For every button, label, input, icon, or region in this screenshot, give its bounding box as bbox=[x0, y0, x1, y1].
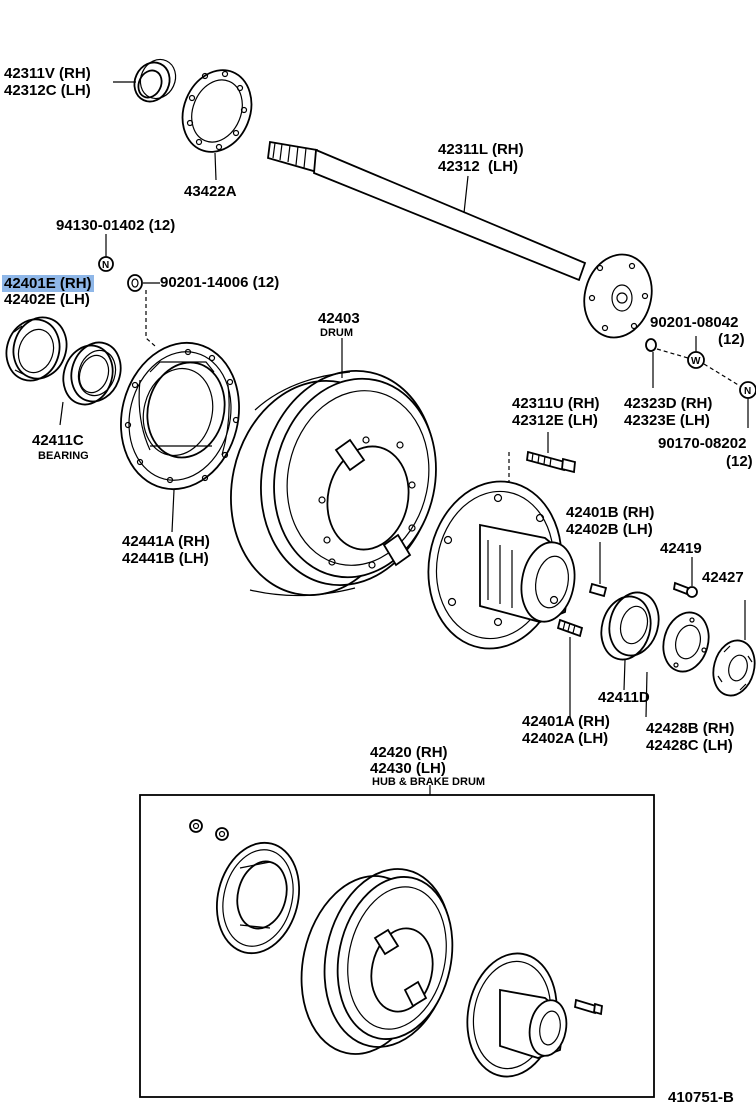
oil-seal-42311v[interactable] bbox=[128, 54, 182, 108]
label-q12-b: (12) bbox=[726, 453, 753, 470]
label-42441b[interactable]: 42441B (LH) bbox=[122, 550, 209, 567]
label-94130[interactable]: 94130-01402 (12) bbox=[56, 217, 176, 234]
assembly-hub-bolt[interactable] bbox=[573, 998, 603, 1016]
label-42419[interactable]: 42419 bbox=[660, 540, 702, 557]
leader-42441a bbox=[171, 489, 175, 533]
leader-42411c bbox=[59, 401, 64, 426]
diagram-reference-number: 410751-B bbox=[668, 1089, 734, 1106]
stud-42401a[interactable] bbox=[556, 618, 584, 638]
label-42411d[interactable]: 42411D bbox=[598, 689, 650, 706]
leader-42411d bbox=[623, 659, 626, 691]
marker-n-text: N bbox=[102, 260, 109, 271]
label-42402b[interactable]: 42402B (LH) bbox=[566, 521, 653, 538]
oil-seal-42401e[interactable] bbox=[0, 310, 74, 387]
label-42401e-highlighted[interactable]: 42401E (RH) bbox=[2, 275, 94, 292]
backing-plate-42441a[interactable] bbox=[106, 330, 254, 502]
label-90201-08042[interactable]: 90201-08042 bbox=[650, 314, 739, 331]
assembly-hub[interactable] bbox=[458, 946, 571, 1083]
leader-42428b bbox=[645, 671, 648, 718]
label-42427[interactable]: 42427 bbox=[702, 569, 744, 586]
label-42323d[interactable]: 42323D (RH) bbox=[624, 395, 713, 412]
lock-nut-42427[interactable] bbox=[707, 636, 756, 700]
label-42311u[interactable]: 42311U (RH) bbox=[512, 395, 600, 412]
label-42441a[interactable]: 42441A (RH) bbox=[122, 533, 210, 550]
bearing-42411c[interactable] bbox=[56, 336, 128, 411]
label-q12-a: (12) bbox=[718, 331, 745, 348]
label-42401a[interactable]: 42401A (RH) bbox=[522, 713, 610, 730]
label-42430[interactable]: 42430 (LH) bbox=[370, 760, 446, 777]
axle-hub[interactable] bbox=[415, 471, 580, 659]
washer-90201-14006[interactable] bbox=[127, 274, 143, 292]
label-42428c[interactable]: 42428C (LH) bbox=[646, 737, 733, 754]
label-42312e[interactable]: 42312E (LH) bbox=[512, 412, 598, 429]
label-42402a[interactable]: 42402A (LH) bbox=[522, 730, 609, 747]
bearing-42411d[interactable] bbox=[595, 587, 666, 665]
marker-w-text: W bbox=[691, 356, 701, 367]
washer-90201-08042[interactable] bbox=[645, 338, 657, 352]
dashed-leader-backing bbox=[145, 290, 156, 347]
label-42411c[interactable]: 42411C bbox=[32, 432, 84, 449]
marker-n-right-text: N bbox=[744, 386, 751, 397]
label-43422a[interactable]: 43422A bbox=[184, 183, 237, 200]
hub-brake-drum-assembly-box bbox=[139, 794, 655, 1098]
label-42402e[interactable]: 42402E (LH) bbox=[4, 291, 90, 308]
label-90170[interactable]: 90170-08202 bbox=[658, 435, 747, 452]
hub-bolt-42311u[interactable] bbox=[526, 450, 576, 474]
assembly-nuts[interactable] bbox=[189, 819, 229, 841]
label-42312[interactable]: 42312 (LH) bbox=[438, 158, 519, 175]
label-drum: DRUM bbox=[320, 327, 353, 339]
label-42323e[interactable]: 42323E (LH) bbox=[624, 412, 710, 429]
label-42312c[interactable]: 42312C (LH) bbox=[4, 82, 91, 99]
plate-42428b[interactable] bbox=[657, 607, 715, 676]
assembly-backing-plate[interactable] bbox=[206, 834, 311, 962]
screw-42419[interactable] bbox=[672, 581, 698, 598]
label-42420[interactable]: 42420 (RH) bbox=[370, 744, 448, 761]
leader-43422a bbox=[214, 152, 217, 181]
label-42428b[interactable]: 42428B (RH) bbox=[646, 720, 735, 737]
leader-42311l bbox=[463, 175, 469, 214]
brake-drum-42403[interactable] bbox=[211, 354, 454, 611]
gasket-43422a[interactable] bbox=[171, 60, 264, 163]
label-42311l[interactable]: 42311L (RH) bbox=[438, 141, 524, 158]
label-42403[interactable]: 42403 bbox=[318, 310, 360, 327]
axle-shaft-42311l[interactable] bbox=[267, 140, 661, 345]
label-bearing: BEARING bbox=[38, 450, 89, 462]
assembly-brake-drum[interactable] bbox=[286, 857, 468, 1066]
label-42311v[interactable]: 42311V (RH) bbox=[4, 65, 91, 82]
nut-marker-n[interactable] bbox=[98, 256, 114, 272]
pin-42401b[interactable] bbox=[588, 582, 608, 598]
dashed-leader-right-washers bbox=[656, 348, 741, 387]
label-hub-brake-drum: HUB & BRAKE DRUM bbox=[372, 776, 486, 788]
label-42401b[interactable]: 42401B (RH) bbox=[566, 504, 655, 521]
label-90201-14006[interactable]: 90201-14006 (12) bbox=[160, 274, 280, 291]
